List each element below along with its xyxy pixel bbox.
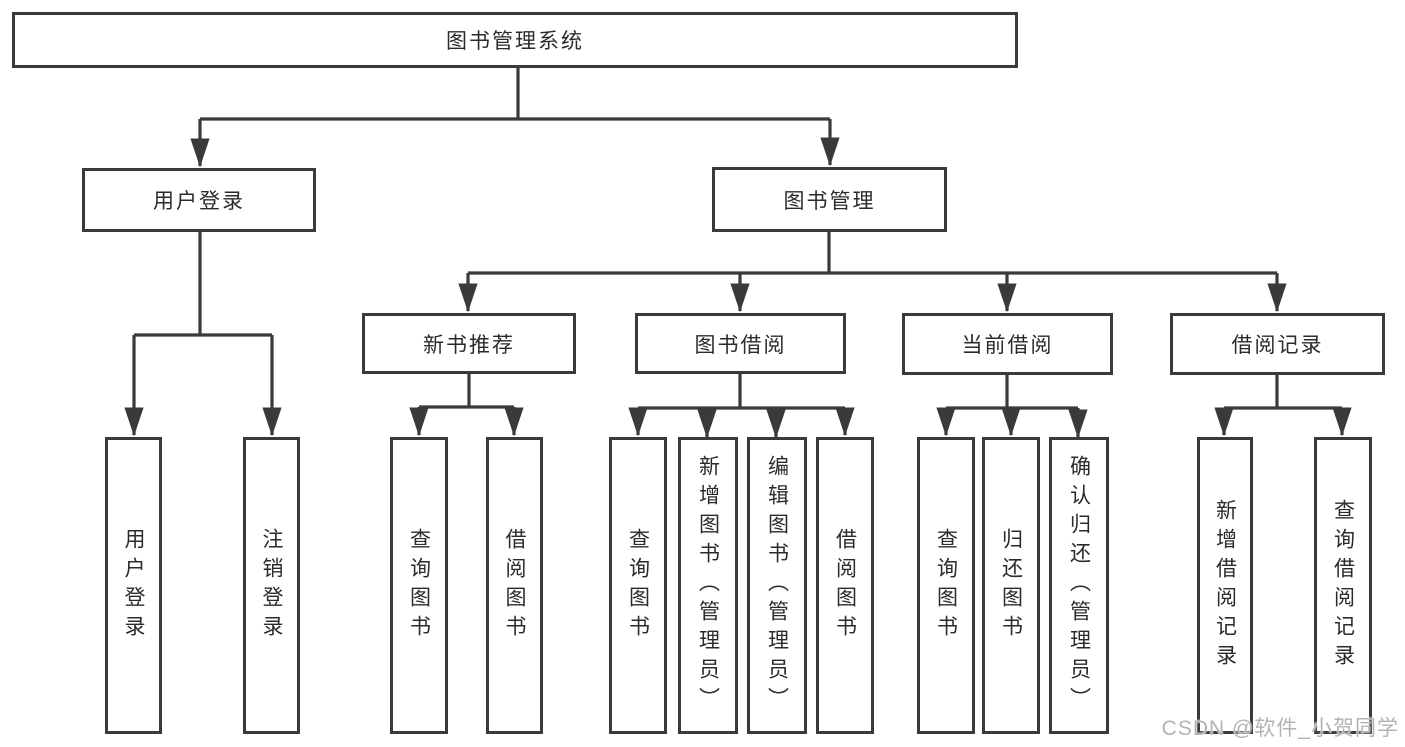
csdn-watermark: CSDN @软件_小贺同学 <box>1161 717 1399 740</box>
leaf-current-query-books: 查询图书 <box>917 437 975 734</box>
node-book-borrowing: 图书借阅 <box>635 313 846 374</box>
leaf-user-login: 用户登录 <box>105 437 162 734</box>
leaf-borrowing-borrow-books: 借阅图书 <box>816 437 874 734</box>
leaf-confirm-return-admin: 确认归还（管理员） <box>1049 437 1109 734</box>
leaf-query-borrow-record: 查询借阅记录 <box>1314 437 1372 734</box>
edge-arrows <box>124 119 1352 439</box>
leaf-recommend-borrow-books: 借阅图书 <box>486 437 543 734</box>
leaf-logout: 注销登录 <box>243 437 300 734</box>
leaf-return-books: 归还图书 <box>982 437 1040 734</box>
node-new-book-recommend: 新书推荐 <box>362 313 576 374</box>
node-root-system: 图书管理系统 <box>12 12 1018 68</box>
edge-trunks <box>134 68 1342 410</box>
leaf-recommend-query-books: 查询图书 <box>390 437 448 734</box>
leaf-borrowing-query-books: 查询图书 <box>609 437 667 734</box>
node-current-borrowing: 当前借阅 <box>902 313 1113 375</box>
node-borrow-records: 借阅记录 <box>1170 313 1385 375</box>
node-book-management: 图书管理 <box>712 167 947 232</box>
leaf-add-borrow-record: 新增借阅记录 <box>1197 437 1253 734</box>
leaf-add-books-admin: 新增图书（管理员） <box>678 437 738 734</box>
leaf-edit-books-admin: 编辑图书（管理员） <box>747 437 807 734</box>
node-user-login: 用户登录 <box>82 168 316 232</box>
